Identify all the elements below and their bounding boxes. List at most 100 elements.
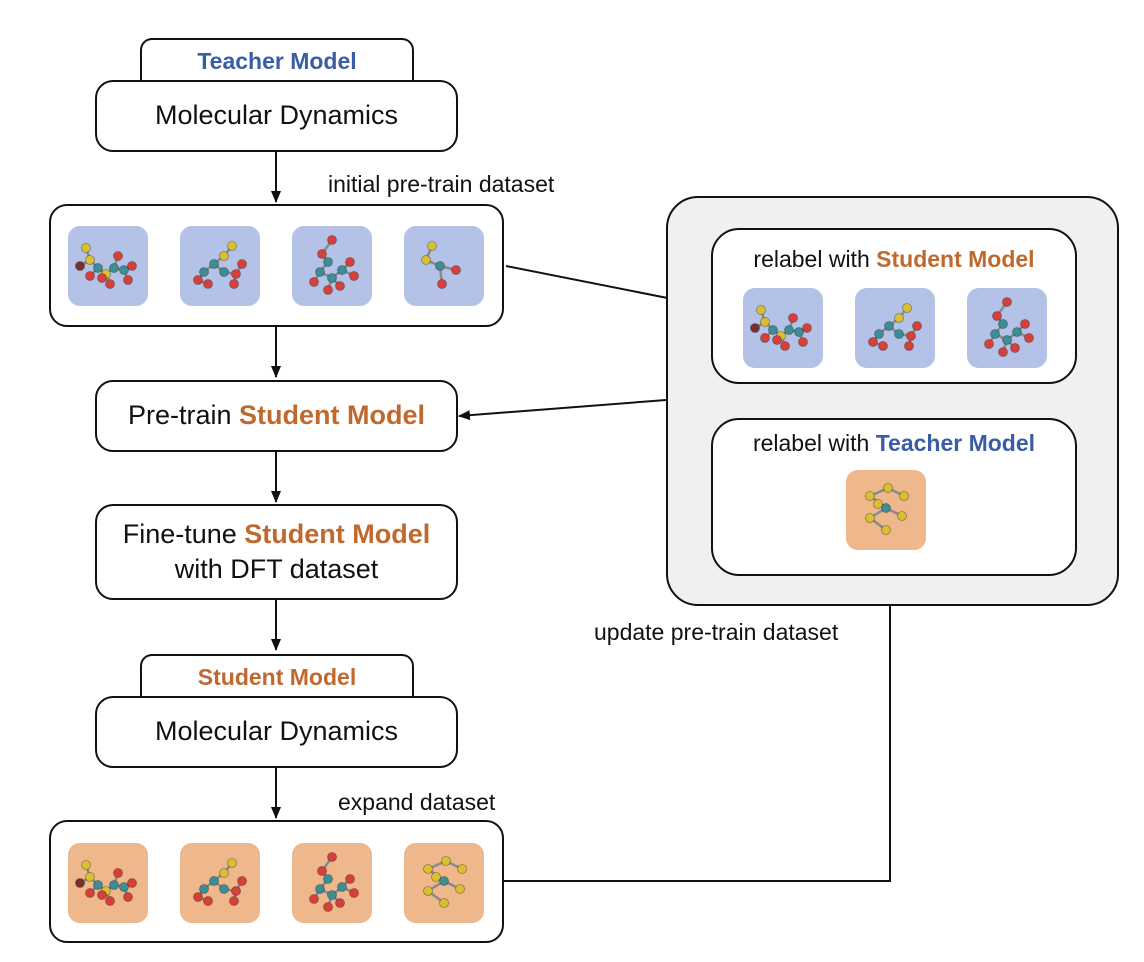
molecule-tile-expand-4 [404,843,484,923]
atom [97,273,107,283]
finetune-line2: with DFT dataset [174,554,379,584]
atom [794,327,804,337]
atom [1002,297,1012,307]
pretrain-student-box: Pre-train Student Model [95,380,458,452]
atom [93,880,103,890]
atom [992,311,1002,321]
teacher-model-tab: Teacher Model [140,38,414,82]
atom [868,337,878,347]
atom [894,329,904,339]
atom [219,868,229,878]
atom [881,503,891,513]
molecule-tile-relabel-teacher [846,470,926,550]
atom [902,303,912,313]
atom [427,241,437,251]
molecule-icon [193,858,247,906]
molecule-tile-initial-4 [404,226,484,306]
atom [894,313,904,323]
atom [309,894,319,904]
atom [455,884,465,894]
relabel-student-box: relabel with Student Model [711,228,1077,384]
atom [337,265,347,275]
atom [423,864,433,874]
pretrain-student-model-label: Student Model [239,400,426,431]
atom [315,884,325,894]
atom [193,892,203,902]
atom [883,483,893,493]
atom [760,317,770,327]
atom [899,491,909,501]
atom [203,896,213,906]
molecule-tile-relabel-2 [855,288,935,368]
atom [439,876,449,886]
atom [113,868,123,878]
atom [227,241,237,251]
atom [904,341,914,351]
atom [798,337,808,347]
atom [750,323,760,333]
student-model-tab: Student Model [140,654,414,698]
atom [327,890,337,900]
atom [327,235,337,245]
relabel-teacher-label: relabel with Teacher Model [713,430,1075,457]
atom [315,267,325,277]
atom [990,329,1000,339]
molecule-tile-relabel-1 [743,288,823,368]
atom [209,876,219,886]
relabel-teacher-model-label: Teacher Model [875,430,1036,456]
atom [109,263,119,273]
atom [219,251,229,261]
atom [802,323,812,333]
update-pretrain-dataset-label: update pre-train dataset [594,619,839,645]
atom [772,335,782,345]
molecule-tile-initial-3 [292,226,372,306]
atom [421,255,431,265]
atom [119,265,129,275]
atom [335,281,345,291]
atom [1012,327,1022,337]
atom [1010,343,1020,353]
molecule-icon [421,241,461,289]
atom [93,263,103,273]
atom [219,267,229,277]
molecule-icon [75,860,137,906]
atom [780,341,790,351]
atom [229,279,239,289]
molecule-tile-expand-3 [292,843,372,923]
atom [873,499,883,509]
atom [85,255,95,265]
relabel-teacher-box: relabel with Teacher Model [711,418,1077,576]
finetune-student-box: Fine-tune Student Model with DFT dataset [95,504,458,600]
atom [199,884,209,894]
atom [323,874,333,884]
relabel-panel: relabel with Student Model relabel with … [666,196,1119,606]
atom [457,864,467,874]
atom [229,896,239,906]
atom [884,321,894,331]
atom [337,882,347,892]
student-model-label: Student Model [197,663,357,690]
molecule-icon [984,297,1034,357]
atom [435,261,445,271]
atom [109,880,119,890]
atom [127,878,137,888]
molecule-icon [193,241,247,289]
atom [75,878,85,888]
atom [878,341,888,351]
atom [784,325,794,335]
molecule-icon [309,852,359,912]
molecule-icon [75,243,137,289]
atom [323,902,333,912]
molecule-tile-expand-2 [180,843,260,923]
molecular-dynamics-label: Molecular Dynamics [154,100,399,131]
relabel-student-model-label: Student Model [876,246,1035,272]
molecule-tile-relabel-3 [967,288,1047,368]
atom [1002,335,1012,345]
atom [123,275,133,285]
atom [874,329,884,339]
molecule-icon [865,483,909,535]
atom [193,275,203,285]
atom [317,866,327,876]
atom [75,261,85,271]
atom [309,277,319,287]
